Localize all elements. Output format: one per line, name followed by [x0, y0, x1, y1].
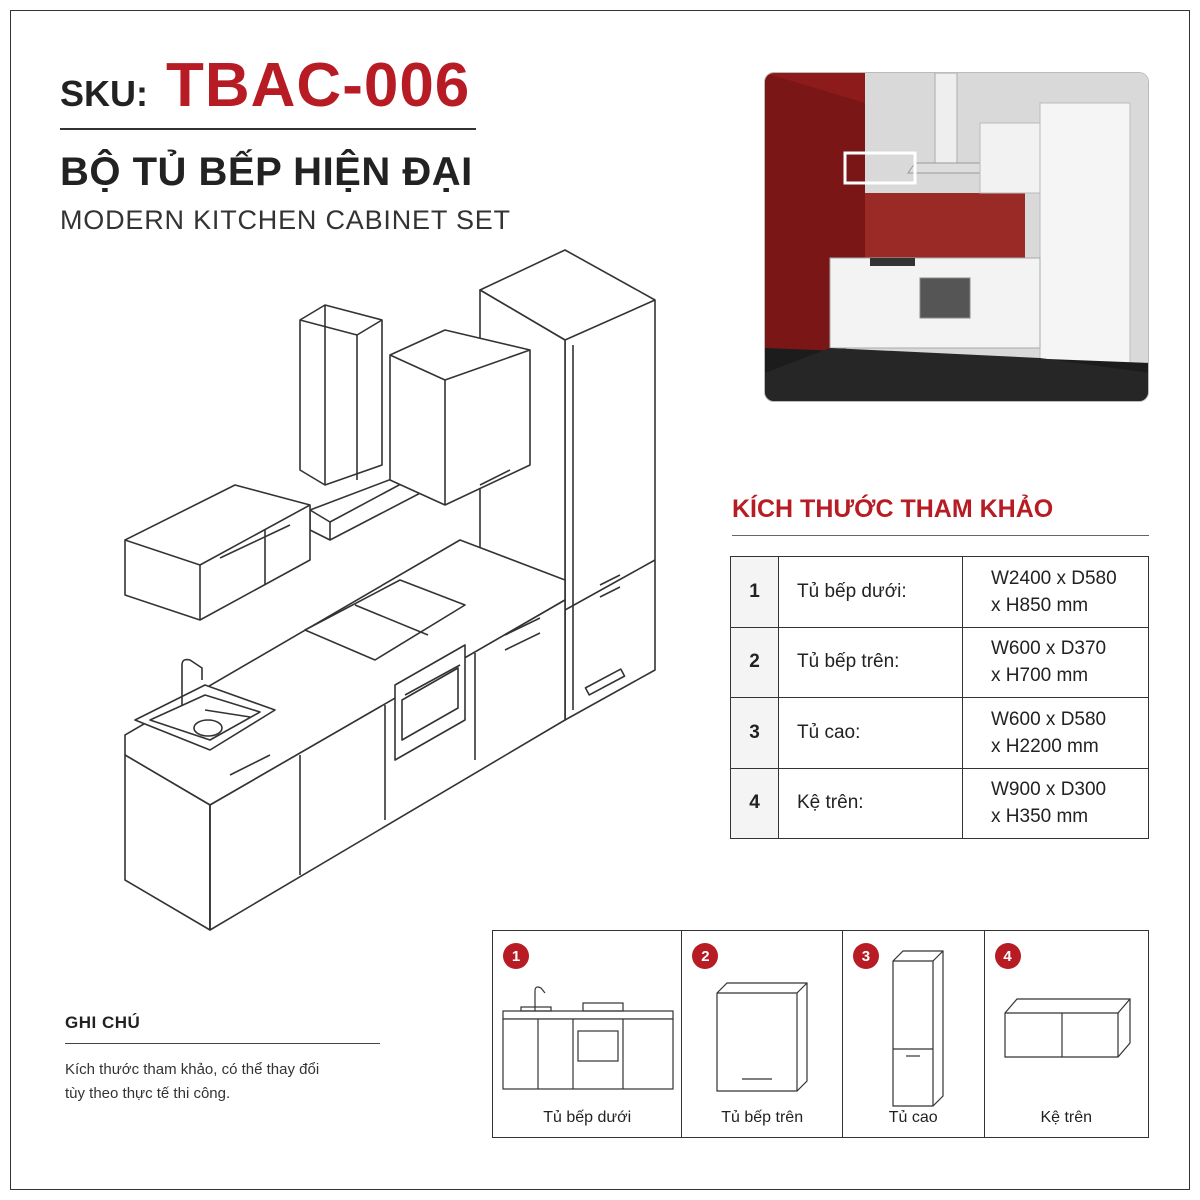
page-frame [10, 10, 1190, 1190]
row-value: W600 x D580 x H2200 mm [962, 697, 1149, 769]
sku-label: SKU: [60, 73, 148, 114]
row-name: Tủ bếp trên: [778, 626, 963, 698]
row-value: W2400 x D580 x H850 mm [962, 556, 1149, 628]
row-number: 3 [730, 697, 779, 769]
row-name: Tủ cao: [778, 697, 963, 769]
sku: SKU: TBAC-006 [60, 50, 470, 122]
row-name: Tủ bếp dưới: [778, 556, 963, 628]
item-badge: 1 [503, 943, 529, 969]
item-label: Tủ cao [888, 1109, 938, 1126]
item-label: Tủ bếp dưới [543, 1109, 632, 1126]
item-tall-cabinet: 3 Tủ cao [843, 931, 985, 1137]
item-label: Kệ trên [1040, 1109, 1093, 1126]
sku-code: TBAC-006 [166, 51, 471, 120]
item-label: Tủ bếp trên [721, 1109, 804, 1126]
item-thumbnails: 1 Tủ bếp dưới 2 Tủ bếp trên 3 Tủ cao [492, 930, 1149, 1138]
item-badge: 2 [692, 943, 719, 969]
page-title: BỘ TỦ BẾP HIỆN ĐẠI [60, 150, 473, 194]
divider [60, 128, 476, 130]
product-photo [764, 72, 1149, 402]
table-row: 1 Tủ bếp dưới: W2400 x D580 x H850 mm [730, 556, 1149, 628]
item-open-shelf: 4 Kệ trên [985, 931, 1149, 1137]
divider [732, 535, 1149, 536]
row-number: 4 [730, 767, 779, 839]
item-badge: 4 [994, 943, 1021, 969]
item-base-cabinet: 1 Tủ bếp dưới [493, 931, 683, 1137]
divider [65, 1043, 380, 1044]
item-badge: 3 [852, 943, 879, 969]
row-number: 2 [730, 626, 779, 698]
table-row: 2 Tủ bếp trên: W600 x D370 x H700 mm [730, 626, 1149, 698]
notes-text: Kích thước tham khảo, có thể thay đổi tù… [65, 1061, 320, 1102]
dimensions-title: KÍCH THƯỚC THAM KHẢO [732, 495, 1054, 523]
row-value: W600 x D370 x H700 mm [962, 626, 1149, 698]
row-name: Kệ trên: [778, 767, 963, 839]
dimensions-table: 1 Tủ bếp dưới: W2400 x D580 x H850 mm 2 … [730, 556, 1149, 839]
table-row: 4 Kệ trên: W900 x D300 x H350 mm [730, 767, 1149, 839]
item-upper-cabinet: 2 Tủ bếp trên [682, 931, 843, 1137]
cabinet-set-drawing [110, 240, 670, 940]
notes-title: GHI CHÚ [65, 1013, 141, 1032]
table-row: 3 Tủ cao: W600 x D580 x H2200 mm [730, 697, 1149, 769]
row-number: 1 [730, 556, 779, 628]
row-value: W900 x D300 x H350 mm [962, 767, 1149, 839]
page-subtitle: MODERN KITCHEN CABINET SET [60, 205, 511, 235]
